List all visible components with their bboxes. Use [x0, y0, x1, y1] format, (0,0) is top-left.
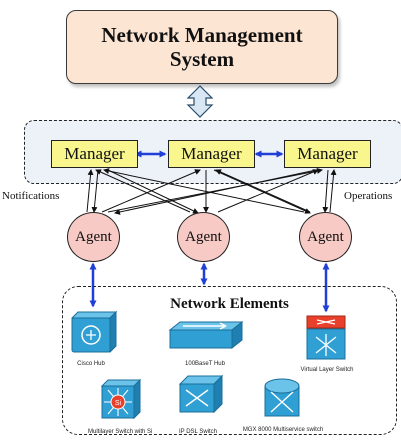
network-elements-container — [62, 286, 397, 435]
notifications-label: Notifications — [2, 190, 60, 202]
ip-dsl-switch-label: IP DSL Switch — [178, 429, 217, 435]
manager-right: Manager — [284, 140, 371, 168]
agent-left: Agent — [67, 212, 120, 262]
ip-dsl-switch-icon — [178, 374, 224, 414]
100baset-hub-label: 100BaseT Hub — [185, 361, 225, 367]
multilayer-switch-label: Multilayer Switch with Si — [88, 429, 153, 435]
network-elements-title: Network Elements — [170, 296, 289, 312]
100baset-hub-icon — [168, 320, 244, 350]
agent-center: Agent — [177, 212, 230, 262]
agent-right: Agent — [299, 212, 352, 262]
mgx-8000-icon — [264, 378, 300, 417]
cisco-hub-icon — [70, 310, 118, 354]
manager-left: Manager — [51, 140, 138, 168]
multilayer-switch-icon: Si — [100, 378, 142, 420]
nms-title-line2: System — [169, 47, 235, 71]
virtual-layer-switch-icon — [306, 315, 346, 360]
manager-agent-links — [86, 168, 337, 215]
mgx-8000-label: MGX 8000 Multiservice switch — [242, 427, 324, 433]
manager-center: Manager — [168, 140, 255, 168]
cisco-hub-label: Cisco Hub — [77, 361, 105, 367]
nms-title-line1: Network Management — [101, 23, 303, 47]
svg-text:Si: Si — [115, 400, 122, 407]
operations-label: Operations — [344, 190, 393, 202]
nms-box: Network Management System — [66, 10, 338, 84]
virtual-layer-switch-label: Virtual Layer Switch — [300, 367, 354, 373]
nms-manager-double-arrow — [186, 85, 214, 118]
